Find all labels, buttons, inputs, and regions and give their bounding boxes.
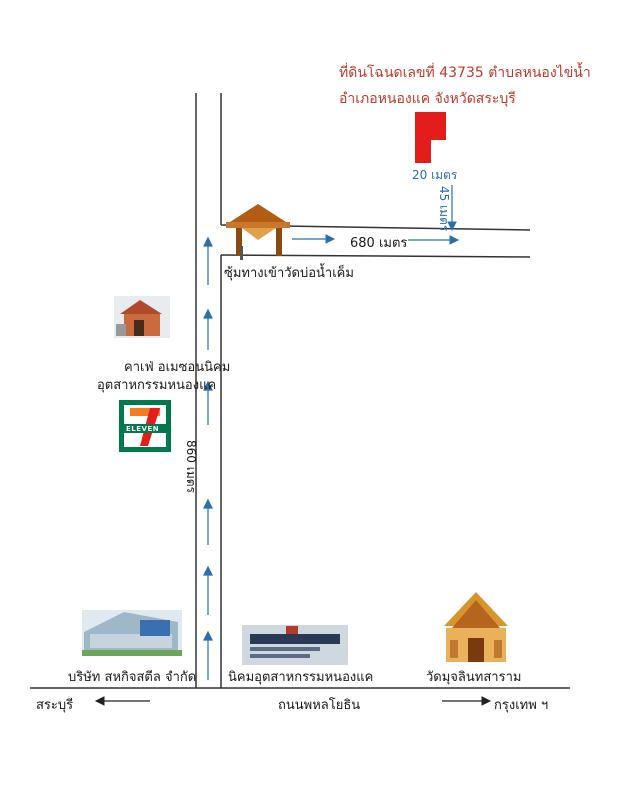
soi-distance-label: 680 เมตร <box>350 236 408 251</box>
land-plot-notch <box>431 140 446 163</box>
plot-depth-arrow <box>447 185 457 232</box>
temple-label: วัดมุจลินทสาราม <box>426 670 522 685</box>
cafe-building-icon <box>114 296 170 338</box>
soi-arrow-2 <box>408 235 460 245</box>
seven-eleven-logo <box>119 400 171 452</box>
temple-gate-icon <box>226 204 290 260</box>
temple-icon <box>444 592 508 662</box>
plot-depth-label: 45 เมตร <box>437 186 451 232</box>
main-road-distance-label: 860 เมตร <box>184 440 198 493</box>
temple-gate-label: ซุ้มทางเข้าวัดบ่อน้ำเค็ม <box>224 266 354 281</box>
plot-width-label: 20 เมตร <box>412 168 458 182</box>
plot-title-line1: ที่ดินโฉนดเลขที่ 43735 ตำบลหนองไข่น้ำ <box>339 65 591 81</box>
seven-eleven-text: ELEVEN <box>126 425 160 433</box>
cafe-label-line2: อุตสาหกรรมหนองแค <box>97 378 217 393</box>
soi-arrow-1 <box>292 234 336 244</box>
saraburi-label: สระบุรี <box>36 698 74 713</box>
soi-road-bottom-edge <box>220 254 531 258</box>
company-factory-icon <box>82 610 182 656</box>
main-road-arrows <box>203 236 213 680</box>
highway-name-label: ถนนพหลโยธิน <box>278 698 361 713</box>
bangkok-label: กรุงเทพ ฯ <box>494 698 549 713</box>
industrial-estate-label: นิคมอุตสาหกรรมหนองแค <box>228 670 374 685</box>
plot-title-line2: อำเภอหนองแค จังหวัดสระบุรี <box>339 91 516 107</box>
arrow-to-bangkok <box>442 696 492 706</box>
industrial-estate-sign-icon <box>242 625 348 665</box>
company-label: บริษัท สหกิจสตีล จำกัด <box>68 670 197 685</box>
arrow-to-saraburi <box>94 696 150 706</box>
cafe-label-line1: คาเฟ่ อเมซอนนิคม <box>124 360 231 375</box>
